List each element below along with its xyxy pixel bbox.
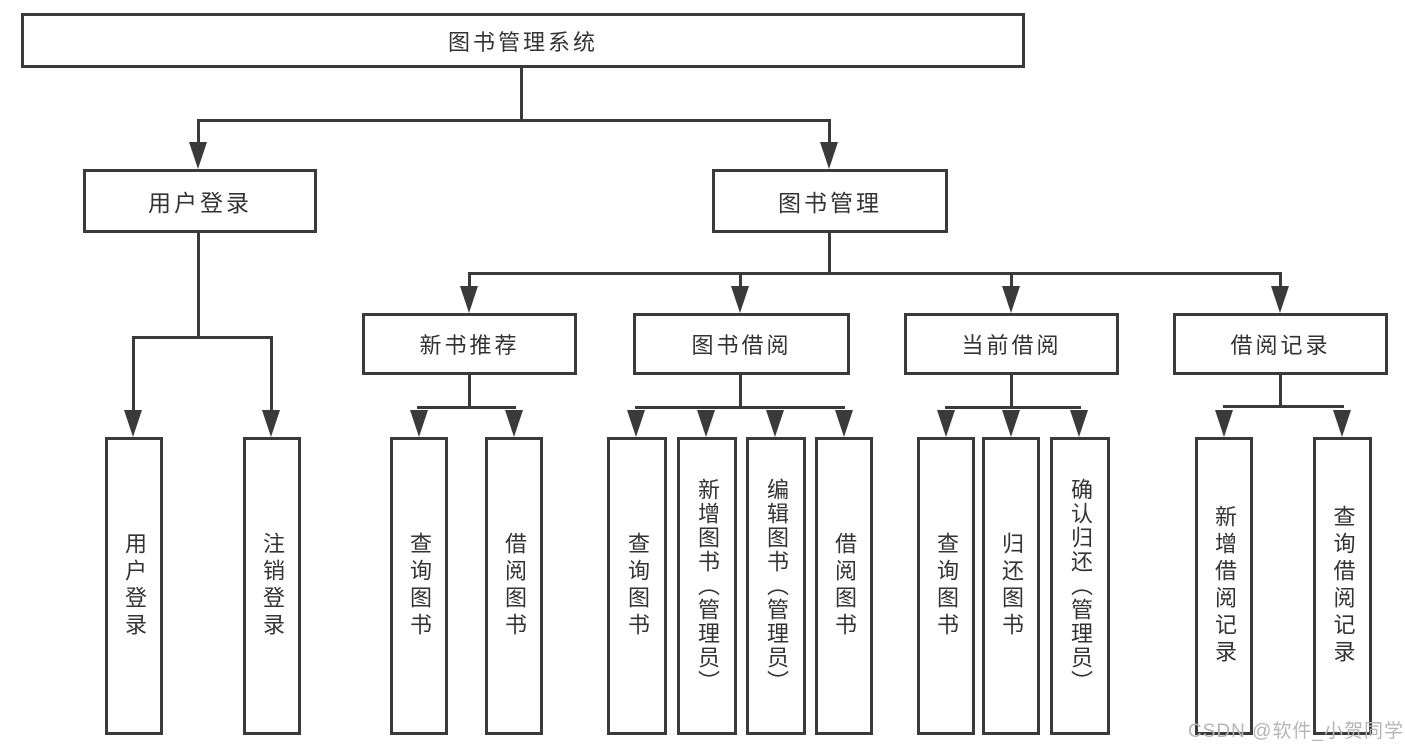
connector bbox=[270, 336, 273, 414]
arrowhead-down-icon bbox=[820, 142, 838, 169]
node-root: 图书管理系统 bbox=[21, 13, 1025, 68]
arrowhead-down-icon bbox=[1333, 410, 1351, 437]
arrowhead-down-icon bbox=[410, 410, 428, 437]
arrowhead-down-icon bbox=[1271, 286, 1289, 313]
connector bbox=[739, 375, 742, 409]
arrowhead-down-icon bbox=[189, 142, 207, 169]
node-query-books-recommend: 查询图书 bbox=[390, 437, 448, 735]
connector bbox=[468, 272, 1282, 275]
node-confirm-return-admin: 确认归还（管理员） bbox=[1050, 437, 1110, 735]
connector bbox=[468, 272, 471, 292]
connector bbox=[1279, 375, 1282, 407]
node-borrow-books-recommend: 借阅图书 bbox=[485, 437, 543, 735]
connector bbox=[635, 406, 845, 409]
connector bbox=[1010, 375, 1013, 409]
arrowhead-down-icon bbox=[835, 410, 853, 437]
node-book-borrow: 图书借阅 bbox=[633, 313, 850, 375]
connector bbox=[1010, 272, 1013, 292]
connector bbox=[739, 272, 742, 292]
arrowhead-down-icon bbox=[937, 410, 955, 437]
arrowhead-down-icon bbox=[460, 286, 478, 313]
connector bbox=[828, 119, 831, 149]
arrowhead-down-icon bbox=[124, 410, 142, 437]
connector bbox=[945, 406, 1081, 409]
arrowhead-down-icon bbox=[1002, 410, 1020, 437]
node-current-borrow: 当前借阅 bbox=[904, 313, 1119, 375]
connector bbox=[468, 375, 471, 409]
node-borrow-records: 借阅记录 bbox=[1173, 313, 1388, 375]
arrowhead-down-icon bbox=[766, 410, 784, 437]
connector bbox=[197, 233, 200, 336]
connector bbox=[197, 119, 200, 149]
node-borrow-books: 借阅图书 bbox=[815, 437, 873, 735]
connector bbox=[1279, 272, 1282, 292]
node-add-borrow-record: 新增借阅记录 bbox=[1195, 437, 1253, 735]
arrowhead-down-icon bbox=[1002, 286, 1020, 313]
connector bbox=[520, 68, 523, 120]
connector bbox=[828, 233, 831, 273]
node-user-login-action: 用户登录 bbox=[105, 437, 163, 735]
csdn-watermark: CSDN @软件_小贺同学 bbox=[1188, 721, 1404, 742]
node-query-borrow-record: 查询借阅记录 bbox=[1313, 437, 1372, 735]
node-user-login: 用户登录 bbox=[83, 169, 317, 233]
connector bbox=[132, 336, 273, 339]
node-add-book-admin: 新增图书（管理员） bbox=[677, 437, 737, 735]
node-book-management: 图书管理 bbox=[712, 169, 948, 233]
node-return-books: 归还图书 bbox=[982, 437, 1040, 735]
connector bbox=[1223, 405, 1344, 408]
arrowhead-down-icon bbox=[505, 410, 523, 437]
arrowhead-down-icon bbox=[697, 410, 715, 437]
connector bbox=[132, 336, 135, 414]
arrowhead-down-icon bbox=[627, 410, 645, 437]
connector bbox=[417, 406, 516, 409]
node-query-books-current: 查询图书 bbox=[917, 437, 975, 735]
arrowhead-down-icon bbox=[731, 286, 749, 313]
arrowhead-down-icon bbox=[262, 410, 280, 437]
connector bbox=[197, 119, 831, 122]
arrowhead-down-icon bbox=[1070, 410, 1088, 437]
node-new-book-recommend: 新书推荐 bbox=[362, 313, 577, 375]
node-logout: 注销登录 bbox=[243, 437, 301, 735]
arrowhead-down-icon bbox=[1215, 410, 1233, 437]
node-query-books-borrow: 查询图书 bbox=[607, 437, 667, 735]
node-edit-book-admin: 编辑图书（管理员） bbox=[746, 437, 806, 735]
